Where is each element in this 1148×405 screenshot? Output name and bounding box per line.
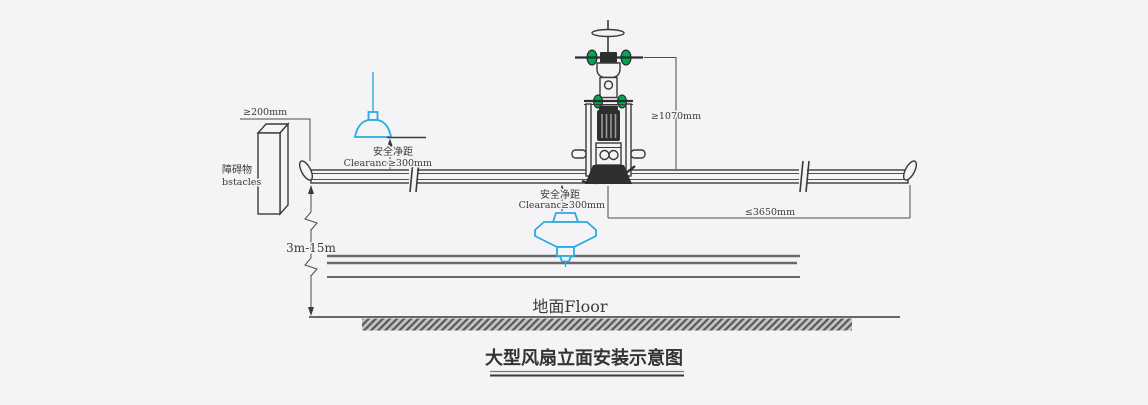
obstacle-block (256, 122, 290, 216)
pendant-lamp-icon (353, 72, 393, 138)
ceiling-clearance-value: ≥300mm (388, 158, 432, 169)
install-height-value: 3m-15m (286, 241, 336, 255)
blade-tip-right (902, 160, 918, 181)
below-clearance-en: Clearance (519, 200, 568, 211)
fan-gearbox (595, 142, 622, 166)
below-clearance-cn: 安全净距 (540, 188, 580, 201)
diagram-title: 大型风扇立面安装示意图 (485, 347, 684, 377)
blade-break-symbol-left (409, 160, 420, 193)
floor: 地面Floor (309, 297, 900, 331)
ceiling-clearance-en: Clearance (344, 158, 393, 169)
mount-drop-value: ≥1070mm (651, 111, 701, 122)
mount-drop-dimension: ≥1070mm (644, 57, 703, 169)
blade-radius-value: ≤3650mm (745, 207, 795, 218)
hvls-fan-icon (571, 20, 646, 185)
obstacle-label-cn: 障碍物 (222, 163, 252, 176)
obstacle-clearance-value: ≥200mm (243, 107, 287, 118)
obstacle-label-en: bstacles (222, 177, 261, 188)
highbay-lamp-icon (534, 212, 597, 267)
blade-radius-dimension: ≤3650mm (607, 185, 911, 220)
fan-motor (597, 105, 620, 141)
below-clearance-dimension: 安全净距 Clearance ≥300mm (517, 184, 607, 213)
obstacle-clearance-dimension: ≥200mm (240, 106, 311, 161)
title-text: 大型风扇立面安装示意图 (485, 347, 683, 369)
ceiling-clearance-cn: 安全净距 (373, 145, 413, 158)
floor-label: 地面Floor (532, 297, 607, 316)
blade-tip-left (298, 160, 314, 181)
install-height-dimension: 3m-15m (285, 185, 338, 316)
floor-hatch (362, 318, 852, 331)
below-clearance-value: ≥300mm (561, 200, 605, 211)
blade-break-symbol-right (799, 160, 810, 193)
ceiling-clearance-dimension: 安全净距 Clearance ≥300mm (342, 136, 434, 171)
